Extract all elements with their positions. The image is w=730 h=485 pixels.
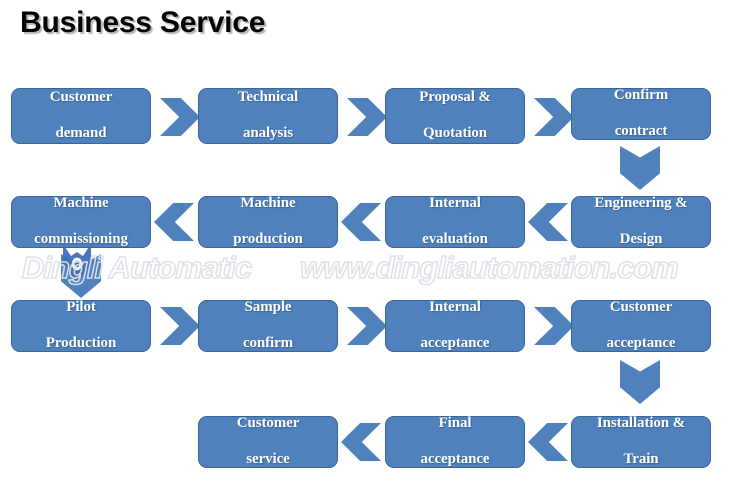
node-customer-acceptance[interactable]: Customer acceptance (571, 299, 711, 352)
node-line-1: Proposal & (419, 89, 491, 106)
node-line-1: Customer (49, 89, 113, 106)
connector-left-4 (528, 423, 568, 461)
page-title: Business Service (20, 6, 266, 39)
node-line-2: service (246, 450, 290, 467)
node-line-1: Sample (244, 299, 292, 316)
shield-fox-logo-icon (63, 244, 91, 282)
node-line-2: Design (619, 230, 663, 247)
node-line-1: Internal (429, 195, 481, 212)
node-customer-demand[interactable]: Customer demand (11, 88, 151, 144)
connector-right-4 (160, 307, 200, 345)
connector-down-3 (620, 360, 660, 404)
node-internal-evaluation[interactable]: Internal evaluation (385, 195, 525, 248)
connector-left-2 (341, 203, 381, 241)
node-line-1: Installation & (596, 415, 686, 432)
connector-down-1 (620, 146, 660, 190)
node-engineering-design[interactable]: Engineering & Design (571, 195, 711, 248)
node-line-2: acceptance (420, 450, 490, 467)
node-line-1: Customer (236, 415, 300, 432)
connector-right-1 (160, 98, 200, 136)
connector-right-2 (347, 98, 387, 136)
node-line-2: demand (55, 124, 107, 141)
node-line-1: Machine (53, 195, 109, 212)
node-line-1: Pilot (66, 299, 96, 316)
node-technical-analysis[interactable]: Technical analysis (198, 88, 338, 144)
node-proposal-quotation[interactable]: Proposal & Quotation (385, 88, 525, 144)
node-line-1: Internal (429, 299, 481, 316)
node-line-1: Final (438, 415, 472, 432)
connector-left-5 (341, 423, 381, 461)
node-line-2: confirm (242, 334, 294, 351)
node-line-2: contract (614, 122, 668, 139)
connector-left-1 (528, 203, 568, 241)
node-line-1: Machine (240, 195, 296, 212)
node-line-2: evaluation (422, 230, 488, 247)
node-line-1: Confirm (613, 87, 669, 104)
node-line-2: commissioning (34, 230, 128, 247)
watermark-url: www.dingliautomation.com (299, 249, 679, 286)
connector-left-3 (154, 203, 194, 241)
connector-right-6 (534, 307, 574, 345)
connector-right-5 (347, 307, 387, 345)
node-line-1: Customer (609, 299, 673, 316)
node-line-1: Technical (237, 89, 299, 106)
node-final-acceptance[interactable]: Final acceptance (385, 415, 525, 468)
node-line-2: Quotation (422, 124, 488, 141)
watermark-brand: Dingli Automatic (21, 249, 253, 286)
node-line-2: acceptance (606, 334, 676, 351)
node-machine-commissioning[interactable]: Machine commissioning (11, 195, 151, 248)
node-installation-train[interactable]: Installation & Train (571, 415, 711, 468)
node-line-2: Production (45, 334, 117, 351)
node-machine-production[interactable]: Machine production (198, 195, 338, 248)
node-line-2: production (233, 230, 303, 247)
node-line-2: acceptance (420, 334, 490, 351)
node-line-2: Train (623, 450, 659, 467)
node-sample-confirm[interactable]: Sample confirm (198, 299, 338, 352)
node-line-1: Engineering & (594, 195, 688, 212)
node-internal-acceptance[interactable]: Internal acceptance (385, 299, 525, 352)
node-confirm-contract[interactable]: Confirm contract (571, 87, 711, 140)
node-line-2: analysis (242, 124, 294, 141)
connector-right-3 (534, 98, 574, 136)
node-customer-service[interactable]: Customer service (198, 415, 338, 468)
